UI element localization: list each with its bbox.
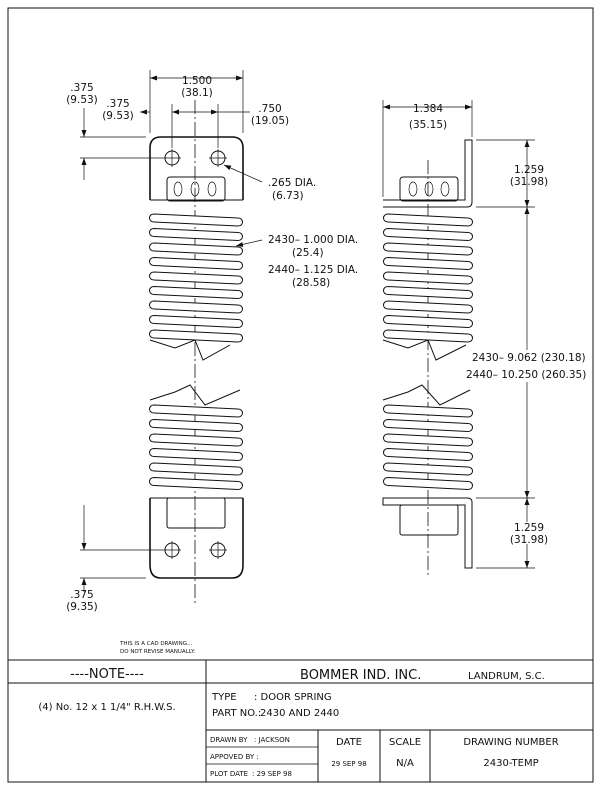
spring-coil (149, 462, 243, 476)
company-name: BOMMER IND. INC. (300, 668, 421, 683)
spring-coil (383, 462, 473, 476)
approved-by-label: APPOVED BY : (210, 753, 259, 761)
spring-coil (149, 314, 243, 328)
spring-coil (149, 404, 243, 418)
front-view: 1.500 (38.1) .750 (19.05) .375 (9.53) .3… (66, 70, 358, 613)
spring-coil (149, 227, 243, 241)
scale-label: SCALE (389, 737, 421, 748)
spring-coil (383, 476, 473, 490)
dim-dia-2430-mm: (25.4) (292, 247, 324, 259)
lower-break-line (149, 384, 241, 406)
dim-bottom-bracket: 1.259 (514, 522, 544, 534)
date-label: DATE (336, 737, 362, 748)
spring-coil (383, 213, 473, 227)
dim-length-2440: 2440– 10.250 (260.35) (466, 369, 586, 381)
dim-length-2430: 2430– 9.062 (230.18) (472, 352, 586, 364)
note-text: (4) No. 12 x 1 1/4" R.H.W.S. (38, 702, 175, 713)
side-lower-coils (383, 404, 473, 490)
top-bracket (149, 136, 244, 200)
spring-coil (149, 447, 243, 461)
drawing-number-label: DRAWING NUMBER (463, 737, 558, 748)
spring-coil (383, 329, 473, 343)
spring-coil (383, 418, 473, 432)
side-view: 1.384 (35.15) 1.259 (31.98) 2430– 9.062 … (382, 100, 586, 575)
dim-top-edge-offset-mm: (9.53) (66, 94, 98, 106)
spring-coil (383, 227, 473, 241)
dim-top-bracket-mm: (31.98) (510, 176, 548, 188)
dim-dia-2440: 2440– 1.125 DIA. (268, 264, 358, 276)
spring-coil (149, 433, 243, 447)
note-heading: ----NOTE---- (70, 667, 144, 682)
drawing-number-value: 2430-TEMP (483, 758, 538, 769)
type-value: : DOOR SPRING (254, 692, 332, 703)
cad-note-line1: THIS IS A CAD DRAWING... (119, 641, 193, 647)
spring-coil (383, 433, 473, 447)
spring-coil (383, 314, 473, 328)
spring-coil (383, 285, 473, 299)
drawn-by-label: DRAWN BY (210, 736, 248, 744)
dim-bottom-offset: .375 (70, 589, 93, 601)
drawn-by-value: : JACKSON (254, 736, 290, 744)
spring-coil (149, 476, 243, 490)
dim-side-width: 1.384 (413, 103, 443, 115)
dim-top-bracket: 1.259 (514, 164, 544, 176)
dim-side-width-mm: (35.15) (409, 119, 447, 131)
side-bottom-bracket (382, 497, 473, 569)
sheet-border (7, 7, 594, 783)
dim-bottom-bracket-mm: (31.98) (510, 534, 548, 546)
dim-front-width: 1.500 (182, 75, 212, 87)
type-label: TYPE (211, 692, 237, 703)
dim-hole-spacing-mm: (19.05) (251, 115, 289, 127)
bottom-spring-plug (166, 497, 226, 529)
spring-coil (149, 256, 243, 270)
spring-coil (383, 256, 473, 270)
cad-note-line2: DO NOT REVISE MANUALLY. (120, 649, 195, 655)
spring-coil (383, 271, 473, 285)
dim-front-width-mm: (38.1) (181, 87, 213, 99)
side-top-bracket (383, 139, 473, 208)
spring-coil (149, 271, 243, 285)
dim-hole-spacing: .750 (258, 103, 281, 115)
spring-coil (149, 418, 243, 432)
upper-spring-coils (149, 213, 243, 343)
bottom-bracket (149, 498, 244, 579)
part-value: 2430 AND 2440 (260, 708, 339, 719)
spring-coil (383, 404, 473, 418)
plot-date-label: PLOT DATE (210, 770, 248, 778)
dim-dia-2440-mm: (28.58) (292, 277, 330, 289)
spring-coil (383, 300, 473, 314)
title-block: ----NOTE---- (4) No. 12 x 1 1/4" R.H.W.S… (7, 659, 594, 783)
plot-date-value: : 29 SEP 98 (252, 770, 292, 778)
spring-coil (149, 213, 243, 227)
dim-top-edge-offset: .375 (70, 82, 93, 94)
date-value: 29 SEP 98 (331, 760, 366, 768)
dim-hole-offset: .375 (106, 98, 129, 110)
side-top-plug (399, 176, 459, 202)
upper-break-line (149, 339, 231, 361)
dim-hole-offset-mm: (9.53) (102, 110, 134, 122)
dim-dia-2430: 2430– 1.000 DIA. (268, 234, 358, 246)
side-bottom-plug (399, 504, 459, 536)
dim-bottom-offset-mm: (9.35) (66, 601, 98, 613)
dim-hole-dia-mm: (6.73) (272, 190, 304, 202)
spring-coil (149, 300, 243, 314)
side-upper-coils (383, 213, 473, 343)
spring-coil (383, 242, 473, 256)
spring-coil (149, 329, 243, 343)
spring-coil (149, 242, 243, 256)
dim-hole-dia: .265 DIA. (268, 177, 316, 189)
spring-coil (149, 285, 243, 299)
scale-value: N/A (396, 758, 414, 769)
part-label: PART NO.: (212, 708, 261, 719)
top-spring-plug (166, 176, 226, 202)
company-location: LANDRUM, S.C. (468, 671, 545, 682)
lower-spring-coils (149, 404, 243, 490)
spring-coil (383, 447, 473, 461)
